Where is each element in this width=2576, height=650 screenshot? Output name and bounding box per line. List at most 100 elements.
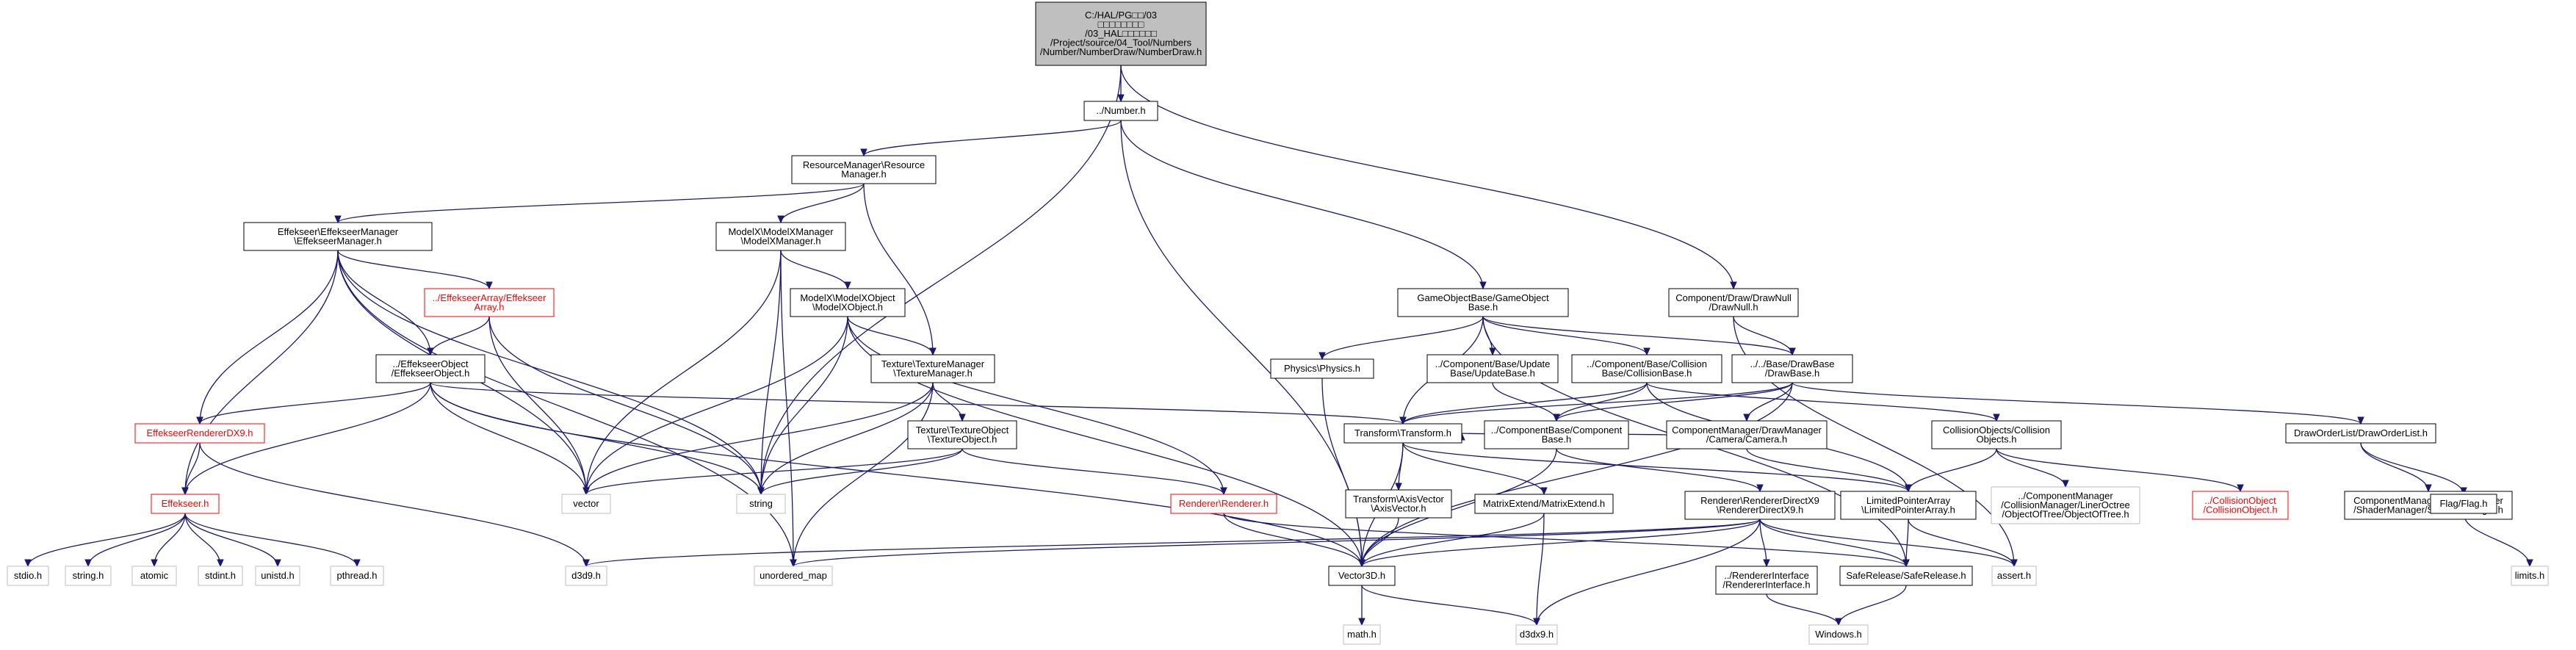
node-effeh[interactable]: Effekseer.h <box>151 494 220 514</box>
edge-lpa-to-assert <box>1908 519 2018 568</box>
node-label-line: ../EffekseerArray/Effekseer <box>433 292 547 303</box>
node-colobjs[interactable]: CollisionObjects/CollisionObjects.h <box>1931 420 2062 449</box>
edge-effarray-to-vector <box>488 316 590 496</box>
node-box <box>1808 624 1869 645</box>
edge-modelxmgr-to-modelxobj <box>780 250 851 290</box>
node-math: math.h <box>1343 624 1381 645</box>
node-label-line: Manager.h <box>841 168 886 179</box>
node-box <box>754 566 833 586</box>
edge-effarray-to-effobj <box>427 316 490 356</box>
edge-texmgr-to-texobj <box>932 382 966 422</box>
edge-rif-to-windows <box>1766 593 1842 626</box>
edge-matext-to-d3dx9 <box>1533 513 1545 626</box>
node-resmgr[interactable]: ResourceManager\ResourceManager.h <box>791 155 937 184</box>
node-label-line: limits.h <box>2515 570 2544 581</box>
node-label-line: Base.h <box>1542 433 1571 444</box>
node-texmgr[interactable]: Texture\TextureManager\TextureManager.h <box>870 354 995 383</box>
node-box <box>1840 491 1977 520</box>
node-box <box>1345 489 1452 519</box>
node-effmgr[interactable]: Effekseer\EffekseerManager\EffekseerMana… <box>243 222 433 251</box>
edge-flag-to-limits <box>2463 513 2533 568</box>
node-box <box>1731 354 1853 383</box>
node-label-line: Windows.h <box>1815 629 1862 640</box>
node-label-line: ModelX\ModelXObject <box>800 292 895 303</box>
node-effarray[interactable]: ../EffekseerArray/EffekseerArray.h <box>424 288 555 317</box>
node-label-line: vector <box>573 498 599 509</box>
node-assert: assert.h <box>1991 566 2037 586</box>
node-effdx9[interactable]: EffekseerRendererDX9.h <box>134 423 265 444</box>
node-physics[interactable]: Physics\Physics.h <box>1270 358 1374 379</box>
node-camera[interactable]: ComponentManager/DrawManager/Camera/Came… <box>1666 420 1828 449</box>
node-label-line: ../Component/Base/Collision <box>1587 358 1707 369</box>
node-box <box>2285 423 2436 444</box>
node-drawnull[interactable]: Component/Draw/DrawNull/DrawNull.h <box>1668 288 1799 317</box>
node-label-line: Base/UpdateBase.h <box>1450 367 1535 378</box>
node-box <box>198 566 243 586</box>
node-compbase[interactable]: ../ComponentBase/ComponentBase.h <box>1484 420 1629 449</box>
node-label-line: pthread.h <box>337 570 378 581</box>
node-box <box>65 566 112 586</box>
edge-transform-to-axisvec <box>1395 442 1404 491</box>
node-matext[interactable]: MatrixExtend/MatrixExtend.h <box>1474 494 1614 514</box>
node-label-line: ../../Base/DrawBase <box>1750 358 1835 369</box>
node-root[interactable]: C:/HAL/PG□□/03□□□□□□□□/03_HAL□□□□□□/Proj… <box>1035 1 1207 66</box>
node-label-line: unordered_map <box>760 570 827 581</box>
node-label-line: LimitedPointerArray <box>1866 495 1951 506</box>
node-limits: limits.h <box>2511 566 2549 586</box>
node-label-line: ComponentManager/DrawManager <box>1672 425 1822 436</box>
node-box <box>243 222 433 251</box>
node-box <box>7 566 49 586</box>
node-box <box>1931 420 2062 449</box>
edge-effmgr-to-effdx9 <box>196 250 339 425</box>
edge-effeh-to-stdio <box>24 513 186 568</box>
node-number[interactable]: ../Number.h <box>1083 101 1158 121</box>
node-lpa[interactable]: LimitedPointerArray\LimitedPointerArray.… <box>1840 491 1977 520</box>
node-label-line: /CollisionManager/LinerOctree <box>2001 499 2130 510</box>
node-texobj[interactable]: Texture\TextureObject\TextureObject.h <box>907 420 1017 449</box>
edge-goBase-to-physics <box>1318 316 1484 361</box>
node-modelxobj[interactable]: ModelX\ModelXObject\ModelXObject.h <box>790 288 906 317</box>
node-box <box>1270 358 1374 379</box>
node-box <box>561 494 611 514</box>
node-label-line: Component/Draw/DrawNull <box>1675 292 1792 303</box>
node-vec3d[interactable]: Vector3D.h <box>1328 566 1396 586</box>
node-rdx9[interactable]: Renderer\RendererDirectX9\RendererDirect… <box>1684 491 1836 520</box>
node-effobj[interactable]: ../EffekseerObject/EffekseerObject.h <box>375 354 486 383</box>
edge-drawbase-to-transform <box>1399 382 1793 425</box>
edge-effarray-to-string <box>488 316 765 496</box>
node-label-line: ../Number.h <box>1096 105 1145 116</box>
edge-effeh-to-stringh <box>84 513 186 568</box>
node-flag[interactable]: Flag/Flag.h <box>2430 494 2497 514</box>
node-goBase[interactable]: GameObjectBase/GameObjectBase.h <box>1397 288 1569 317</box>
edge-effobj-to-transform <box>430 382 1407 425</box>
node-modelxmgr[interactable]: ModelX\ModelXManager\ModelXManager.h <box>715 222 846 251</box>
node-colbase[interactable]: ../Component/Base/CollisionBase/Collisio… <box>1571 354 1722 383</box>
node-label-line: SafeRelease/SafeRelease.h <box>1846 570 1966 581</box>
node-colobj[interactable]: ../CollisionObject/CollisionObject.h <box>2192 491 2289 520</box>
node-vector: vector <box>561 494 611 514</box>
edge-modelxobj-to-texmgr <box>847 316 937 356</box>
node-box <box>1170 494 1277 514</box>
node-box <box>1666 420 1828 449</box>
edge-root-to-drawnull <box>1120 65 1737 290</box>
node-updbase[interactable]: ../Component/Base/UpdateBase/UpdateBase.… <box>1426 354 1559 383</box>
edge-resmgr-to-modelxmgr <box>777 183 865 224</box>
node-label-line: /Number/NumberDraw/NumberDraw.h <box>1040 46 1202 57</box>
node-drawbase[interactable]: ../../Base/DrawBase/DrawBase.h <box>1731 354 1853 383</box>
node-renderer[interactable]: Renderer\Renderer.h <box>1170 494 1277 514</box>
node-box <box>1328 566 1396 586</box>
edge-rdx9-to-vec3d <box>1358 519 1761 568</box>
node-label-line: Effekseer.h <box>162 498 209 509</box>
node-box <box>2511 566 2549 586</box>
node-d3d9: d3d9.h <box>565 566 607 586</box>
node-axisvec[interactable]: Transform\AxisVector\AxisVector.h <box>1345 489 1452 519</box>
edge-effeh-to-stdint <box>184 513 224 568</box>
node-label-line: \EffekseerManager.h <box>294 235 382 246</box>
node-rif[interactable]: ../RendererInterface/RendererInterface.h <box>1715 566 1818 595</box>
edge-transform-to-lpa <box>1402 442 1912 493</box>
edge-effeh-to-unistd <box>184 513 281 568</box>
node-safe[interactable]: SafeRelease/SafeRelease.h <box>1839 566 1973 586</box>
node-draworder[interactable]: DrawOrderList/DrawOrderList.h <box>2285 423 2436 444</box>
node-transform[interactable]: Transform\Transform.h <box>1343 423 1462 444</box>
node-box <box>255 566 300 586</box>
